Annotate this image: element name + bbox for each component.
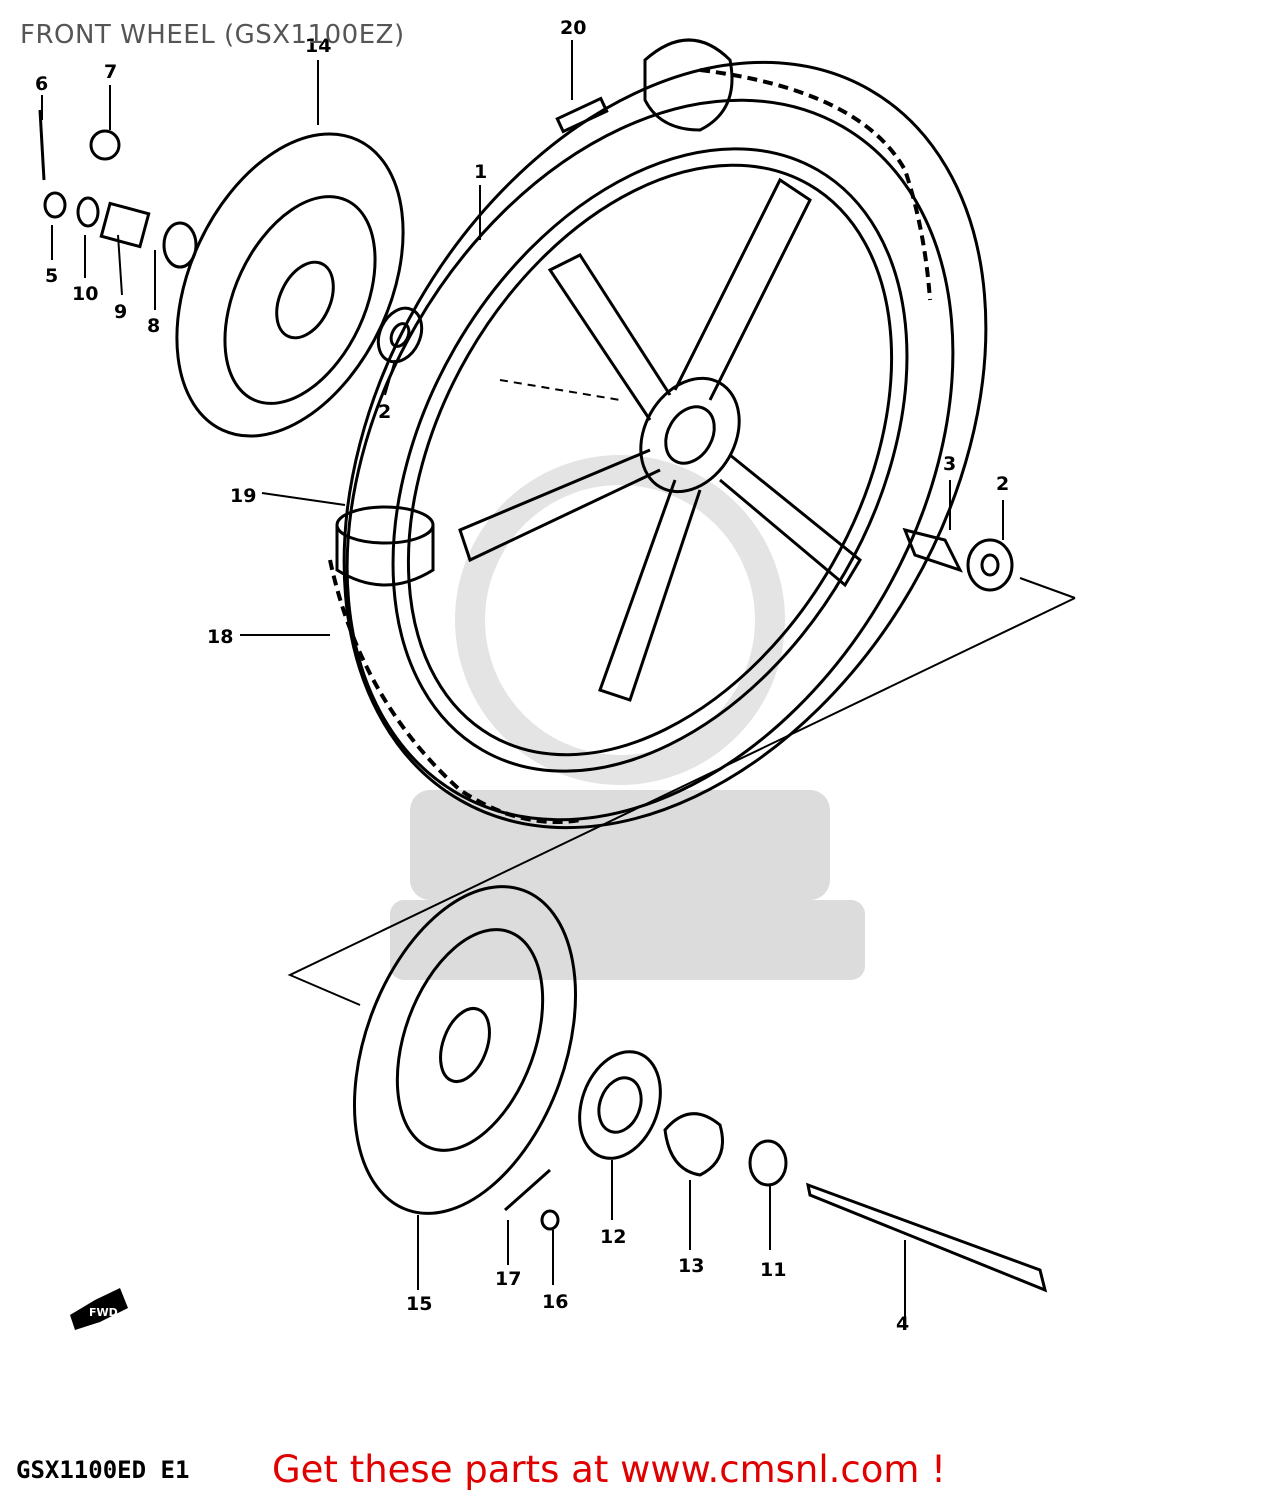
callout-16: 16: [542, 1291, 568, 1313]
fwd-arrow-label: FWD: [89, 1306, 118, 1319]
leader-lines: [41, 40, 1004, 1320]
model-code: GSX1100ED E1: [16, 1456, 190, 1484]
wheel-spokes: [458, 177, 862, 702]
diagram-title: FRONT WHEEL (GSX1100EZ): [20, 20, 405, 50]
cta-link[interactable]: Get these parts at www.cmsnl.com !: [272, 1448, 947, 1491]
callout-6: 6: [35, 73, 48, 95]
brake-disc-left: [175, 132, 405, 438]
callout-7: 7: [104, 61, 117, 83]
callout-5: 5: [45, 265, 58, 287]
callout-3: 3: [943, 453, 956, 475]
callout-13: 13: [678, 1255, 704, 1277]
brake-disc-right: [352, 885, 578, 1215]
callout-14: 14: [305, 35, 331, 57]
assembly-lines: [287, 379, 1076, 1006]
watermark: [390, 455, 865, 980]
callout-19: 19: [230, 485, 256, 507]
callout-10: 10: [72, 283, 98, 305]
small-parts: [38, 109, 1048, 1293]
callout-15: 15: [406, 1293, 432, 1315]
callout-4: 4: [896, 1313, 909, 1335]
front-tire: [328, 60, 988, 830]
callout-1: 1: [474, 161, 487, 183]
callout-11: 11: [760, 1259, 786, 1281]
callout-2b: 2: [996, 473, 1009, 495]
callout-12: 12: [600, 1226, 626, 1248]
hub-cap: [335, 505, 435, 587]
callout-2a: 2: [378, 401, 391, 423]
tire-valve: [555, 38, 734, 134]
callout-8: 8: [147, 315, 160, 337]
callout-9: 9: [114, 301, 127, 323]
fwd-arrow: FWD: [70, 1288, 128, 1330]
callout-20: 20: [560, 17, 586, 39]
callout-17: 17: [495, 1268, 521, 1290]
callout-18: 18: [207, 626, 233, 648]
